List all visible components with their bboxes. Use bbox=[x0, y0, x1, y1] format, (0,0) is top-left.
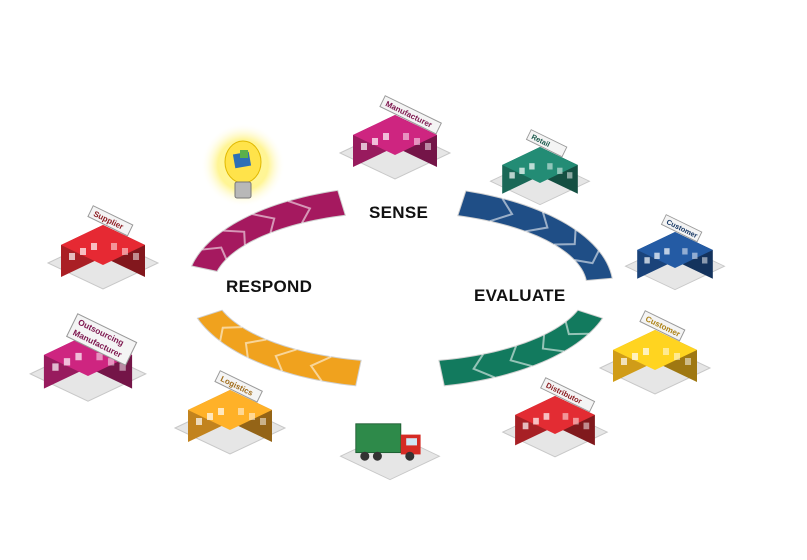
stage-label-sense: SENSE bbox=[369, 203, 429, 222]
node-manufacturer: Manufacturer bbox=[338, 95, 452, 180]
node-supplier: Supplier bbox=[46, 205, 160, 290]
node-customer_mall: Customer bbox=[598, 310, 712, 395]
node-retail: Retail bbox=[489, 129, 591, 206]
arc-evaluate-lower bbox=[438, 309, 604, 387]
node-logistics: Logistics bbox=[173, 370, 287, 455]
arc-sense bbox=[190, 189, 346, 272]
arc-respond bbox=[196, 309, 362, 387]
stage-label-respond: RESPOND bbox=[226, 277, 313, 296]
node-customer_tower: Customer bbox=[624, 214, 726, 291]
stage-label-evaluate: EVALUATE bbox=[474, 286, 566, 305]
node-distributor: Distributor bbox=[501, 377, 609, 458]
arc-evaluate bbox=[457, 190, 613, 281]
lightbulb-icon bbox=[201, 123, 285, 207]
node-truck bbox=[339, 423, 441, 481]
